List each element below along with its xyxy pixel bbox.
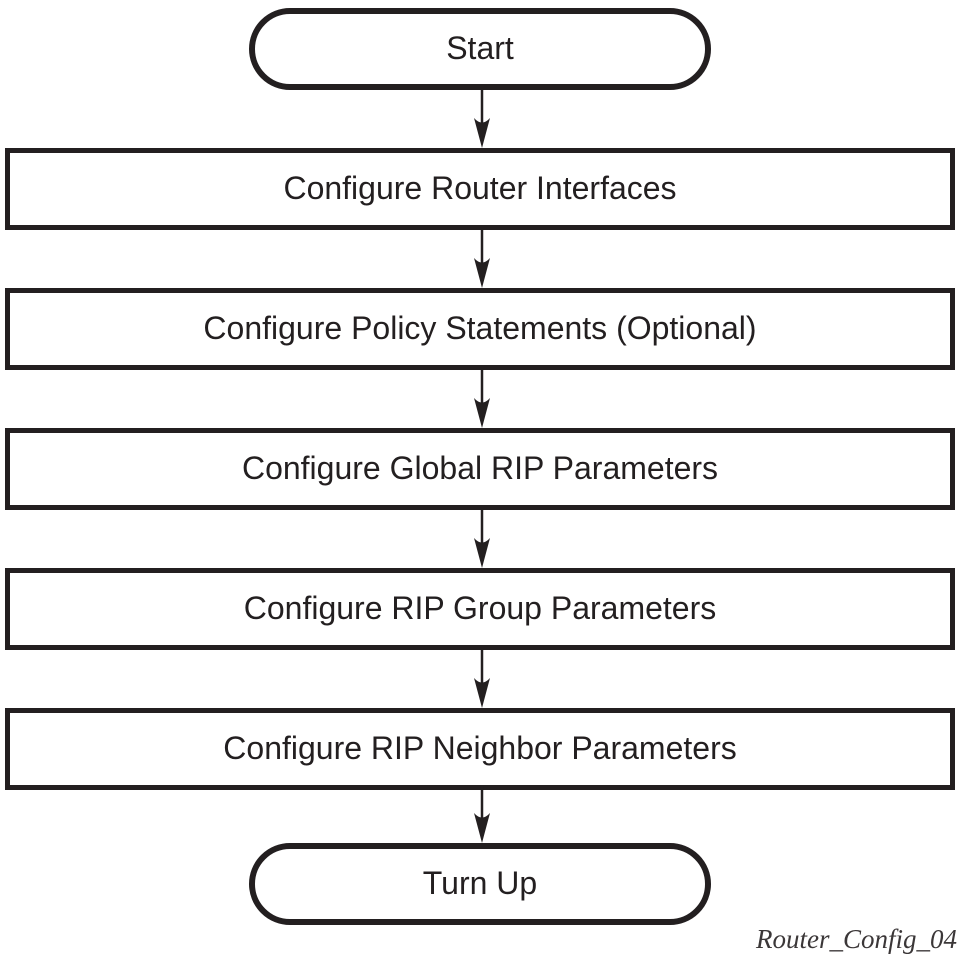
node-step-configure-rip-group-parameters: Configure RIP Group Parameters <box>5 568 955 650</box>
node-start-label: Start <box>446 30 514 67</box>
flow-arrow-down-icon <box>474 785 490 843</box>
node-step-configure-rip-neighbor-parameters: Configure RIP Neighbor Parameters <box>5 708 955 790</box>
flow-arrow-down-icon <box>474 230 490 288</box>
node-step-configure-global-rip-parameters: Configure Global RIP Parameters <box>5 428 955 510</box>
flow-arrow-down-icon <box>474 90 490 148</box>
node-step-label: Configure Global RIP Parameters <box>241 450 719 487</box>
flow-arrow-down-icon <box>474 510 490 568</box>
node-step-configure-router-interfaces: Configure Router Interfaces <box>5 148 955 230</box>
node-start-terminator: Start <box>249 8 711 90</box>
node-step-configure-policy-statements: Configure Policy Statements (Optional) <box>5 288 955 370</box>
node-step-label: Configure Router Interfaces <box>283 170 677 207</box>
node-step-label: Configure RIP Group Parameters <box>243 590 717 627</box>
flow-arrow-down-icon <box>474 370 490 428</box>
node-end-label: Turn Up <box>422 865 538 902</box>
node-step-label: Configure Policy Statements (Optional) <box>203 310 757 347</box>
flow-arrow-down-icon <box>474 650 490 708</box>
node-step-label: Configure RIP Neighbor Parameters <box>223 730 737 767</box>
figure-caption: Router_Config_04 <box>756 924 957 954</box>
node-end-terminator: Turn Up <box>249 843 711 925</box>
